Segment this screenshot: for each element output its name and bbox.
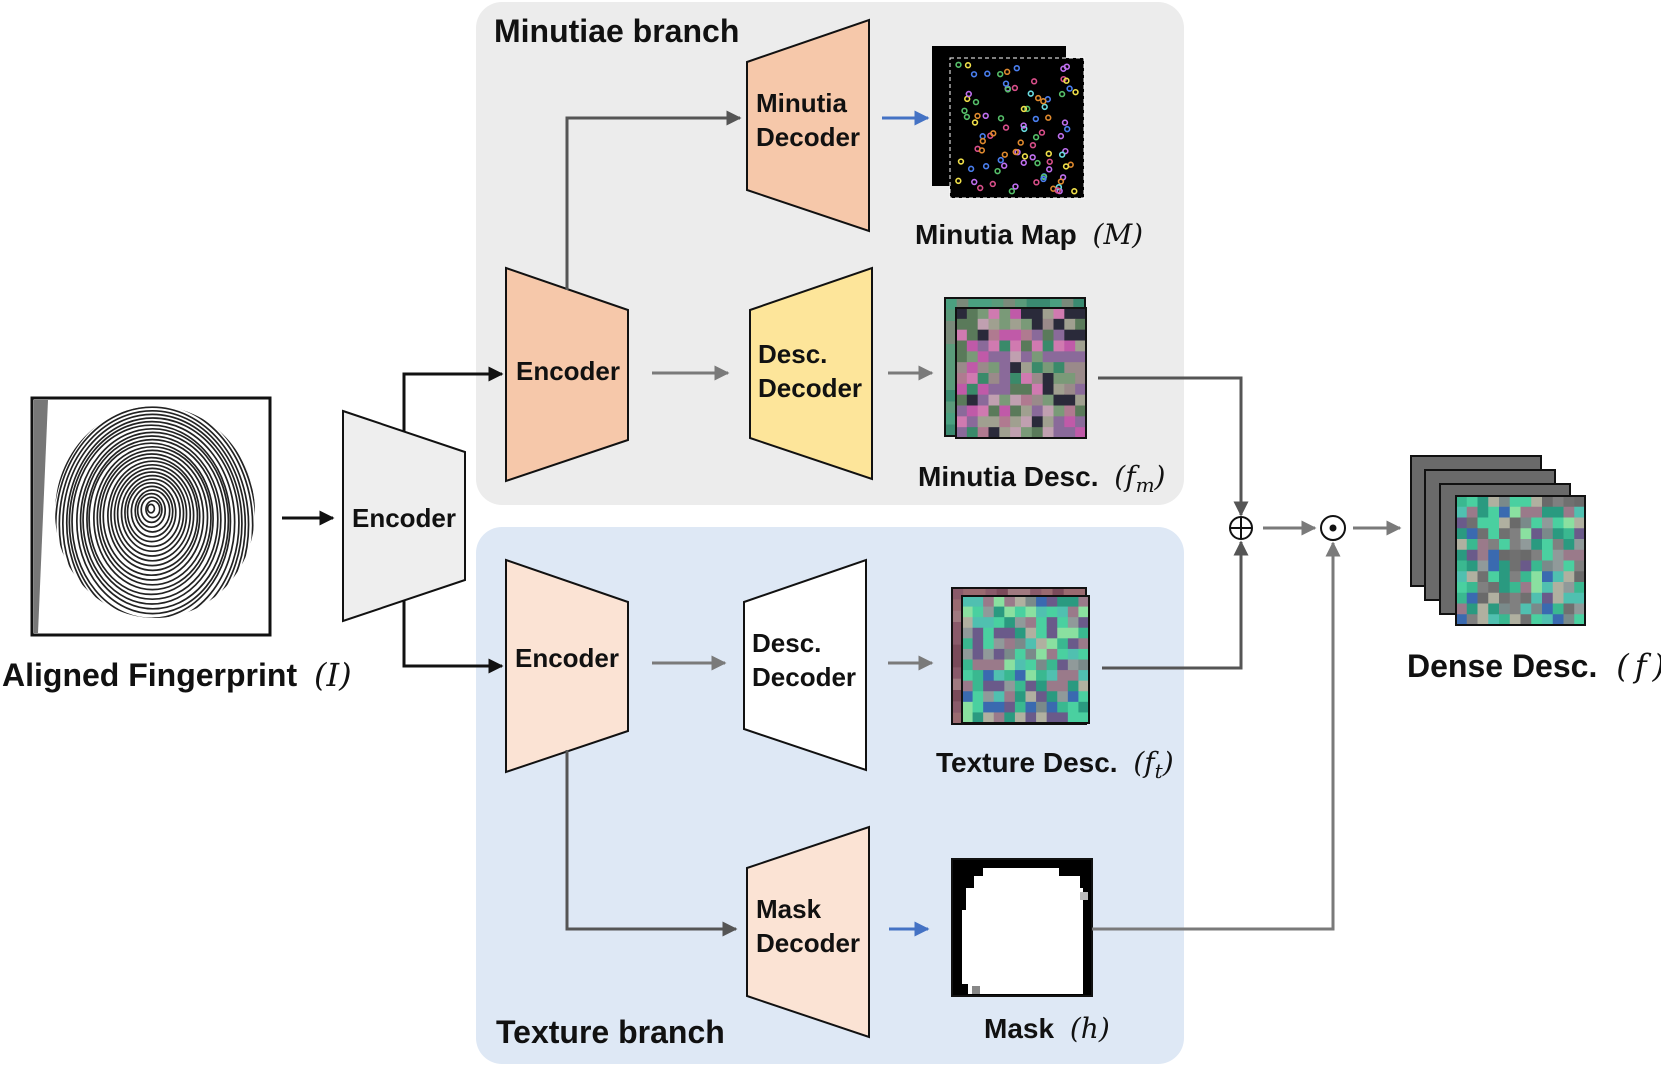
dense-desc-stack <box>1410 455 1586 626</box>
mask-decoder-label: Mask <box>756 894 822 924</box>
texture-encoder-label: Encoder <box>515 643 619 673</box>
texture-encoder <box>505 558 629 774</box>
desc-decoder-texture-label-2: Decoder <box>752 662 856 692</box>
arrow-texture-desc-to-add <box>1102 540 1249 670</box>
texture-branch-title: Texture branch <box>496 1014 725 1050</box>
minutiae-branch-title: Minutiae branch <box>494 13 739 49</box>
arrow-texture-encoder-to-mask-decoder <box>565 750 738 937</box>
texture-desc-feature-map <box>951 587 1090 725</box>
arrow-mask-to-multiply <box>1092 541 1341 931</box>
minutia-desc-feature-map <box>944 297 1087 439</box>
desc-decoder-minutiae <box>749 266 873 481</box>
mask-image <box>951 858 1093 997</box>
mask-caption: Mask (h) <box>984 1012 1110 1045</box>
mask-decoder <box>746 825 870 1039</box>
arrow-minutia-desc-to-add <box>1098 376 1249 517</box>
desc-decoder-minutiae-label-2: Decoder <box>758 373 862 403</box>
arrow-encoder-to-minutia-decoder <box>565 110 742 290</box>
minutia-map-image <box>932 46 1085 199</box>
arrow-encoder-to-texture-encoder <box>402 601 504 674</box>
shared-encoder <box>342 409 466 623</box>
fingerprint-image <box>30 396 272 637</box>
arrow-encoder-to-minutiae-encoder <box>402 366 504 432</box>
multiply-operator <box>1320 515 1346 541</box>
minutia-decoder-label: Minutia <box>756 88 848 118</box>
dense-desc-caption: Dense Desc. (f) <box>1407 647 1661 685</box>
input-caption: Aligned Fingerprint (I) <box>2 656 352 694</box>
shared-encoder-label: Encoder <box>352 503 456 533</box>
desc-decoder-texture-label: Desc. <box>752 628 821 658</box>
minutiae-encoder-label: Encoder <box>516 356 620 386</box>
minutia-decoder <box>746 18 870 233</box>
add-operator <box>1229 516 1253 540</box>
minutia-desc-caption: Minutia Desc. (fm) <box>918 460 1165 497</box>
desc-decoder-minutiae-label: Desc. <box>758 339 827 369</box>
minutiae-encoder <box>505 266 629 483</box>
minutia-decoder-label-2: Decoder <box>756 122 860 152</box>
desc-decoder-texture <box>743 558 867 772</box>
mask-decoder-label-2: Decoder <box>756 928 860 958</box>
minutia-map-caption: Minutia Map (M) <box>915 218 1143 251</box>
texture-desc-caption: Texture Desc. (ft) <box>936 746 1174 783</box>
